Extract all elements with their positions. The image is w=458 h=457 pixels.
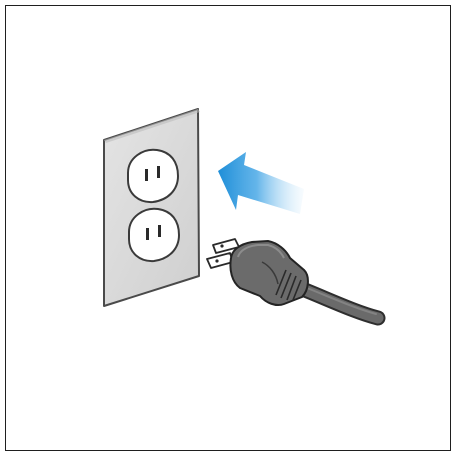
socket-slot [158,225,161,237]
wall-outlet-plate-icon [104,109,200,306]
insert-direction-arrow-icon [218,152,304,214]
socket-slot [146,228,149,240]
socket-icon [128,150,178,202]
socket-icon [129,209,179,261]
power-cord-icon [300,286,378,318]
socket-slot [145,169,148,181]
socket-slot [157,166,160,178]
power-plug-icon [230,241,308,305]
plug-prong-icon [207,253,233,268]
